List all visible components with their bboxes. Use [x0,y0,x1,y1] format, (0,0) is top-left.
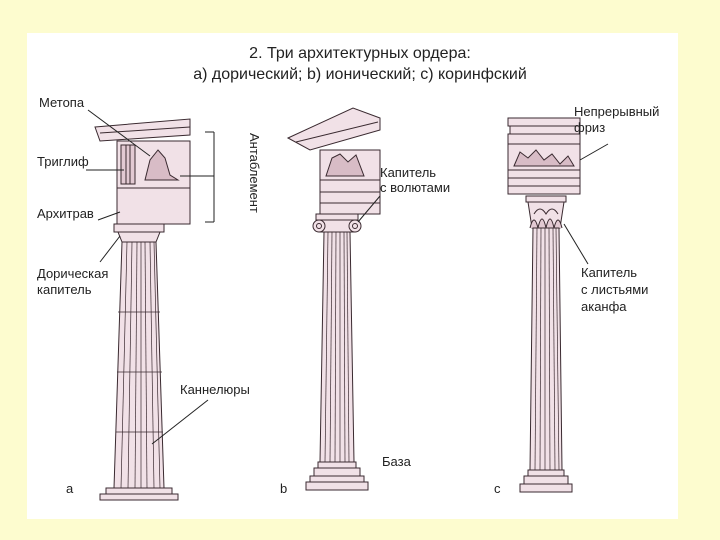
label-acanthus-2: с листьями [581,282,649,297]
doric-column [94,118,191,501]
ionic-base [317,461,357,469]
triglyph [120,144,136,185]
pointer-metopa [87,109,151,157]
pointer-volute [357,195,381,223]
pointer-acanthus [563,223,589,265]
title-line-1: 2. Три архитектурных ордера: [249,45,471,62]
label-acanthus-3: аканфа [581,299,627,314]
metope-relief [144,149,180,181]
letter-a: a [66,481,74,496]
ionic-architrave [319,179,381,215]
label-doric-capital-1: Дорическая [37,266,109,281]
label-kannelury: Каннелюры [180,382,250,397]
doric-abacus [113,223,165,233]
label-triglif: Триглиф [37,154,89,169]
label-volute-capital-2: с волютами [380,180,451,195]
label-acanthus-1: Капитель [581,265,638,280]
ionic-cornice [286,107,381,151]
corinthian-architrave [507,169,581,195]
label-doric-capital-2: капитель [37,282,92,297]
pointer-arhitrav [97,211,121,221]
corinthian-column [507,117,581,493]
label-arhitrav: Архитрав [37,206,94,221]
letter-c: c [494,481,501,496]
label-baza: База [382,454,411,469]
pointer-frieze [579,143,609,161]
pointer-kannelury [151,399,209,445]
pointer-capital [99,235,121,263]
doric-architrave [116,187,191,225]
label-metopa: Метопа [39,95,85,110]
label-volute-capital-1: Капитель [380,165,437,180]
letter-b: b [280,481,288,496]
ionic-column [286,107,381,491]
title-line-2: a) дорический; b) ионический; c) коринфс… [193,66,527,83]
label-entablement: Антаблемент [247,133,262,213]
label-frieze-1: Непрерывный [574,104,660,119]
label-frieze-2: фриз [574,120,606,135]
doric-shaft [113,241,165,489]
